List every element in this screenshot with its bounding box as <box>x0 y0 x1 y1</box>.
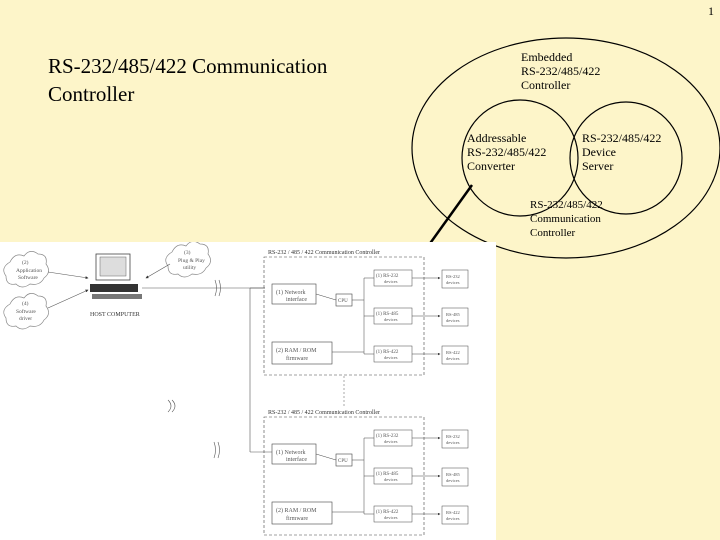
svg-text:devices: devices <box>384 515 398 520</box>
architecture-diagram-image: (2) Application Software (4) Software dr… <box>0 242 496 540</box>
svg-text:Plug & Play: Plug & Play <box>178 258 205 264</box>
svg-text:RS-485: RS-485 <box>446 472 461 477</box>
svg-text:(1) RS-232: (1) RS-232 <box>376 434 399 439</box>
svg-text:devices: devices <box>384 355 398 360</box>
svg-text:(1) RS-422: (1) RS-422 <box>376 350 399 355</box>
svg-text:RS-232: RS-232 <box>446 274 460 279</box>
svg-text:devices: devices <box>446 440 460 445</box>
svg-text:CPU: CPU <box>338 459 348 464</box>
controller-1: RS-232 / 485 / 422 Communication Control… <box>263 250 469 376</box>
svg-text:devices: devices <box>446 516 460 521</box>
addressable-circle <box>461 99 579 217</box>
svg-text:devices: devices <box>446 318 460 323</box>
svg-text:Software: Software <box>16 308 36 315</box>
host-computer-icon: HOST COMPUTER <box>90 253 142 318</box>
svg-text:devices: devices <box>384 317 398 322</box>
svg-text:(1) RS-422: (1) RS-422 <box>376 510 399 515</box>
svg-text:(3): (3) <box>184 249 191 256</box>
svg-text:RS-422: RS-422 <box>446 510 460 515</box>
svg-text:(1) RS-232: (1) RS-232 <box>376 274 399 279</box>
svg-text:(2): (2) <box>22 259 29 266</box>
svg-text:(1) RS-485: (1) RS-485 <box>376 472 399 477</box>
svg-text:firmware: firmware <box>286 515 308 522</box>
svg-text:(4): (4) <box>22 300 29 307</box>
svg-text:RS-422: RS-422 <box>446 350 460 355</box>
svg-text:RS-232 / 485 / 422 Communicati: RS-232 / 485 / 422 Communication Control… <box>268 410 380 416</box>
svg-text:devices: devices <box>384 279 398 284</box>
svg-text:interface: interface <box>286 296 307 303</box>
svg-text:RS-232: RS-232 <box>446 434 460 439</box>
svg-text:Software: Software <box>18 274 38 281</box>
outer-ellipse <box>411 37 720 259</box>
svg-text:(2) RAM / ROM: (2) RAM / ROM <box>276 347 317 354</box>
svg-text:CPU: CPU <box>338 299 348 304</box>
svg-text:(1) Network: (1) Network <box>276 289 306 296</box>
svg-text:devices: devices <box>384 477 398 482</box>
svg-text:HOST COMPUTER: HOST COMPUTER <box>90 312 140 318</box>
plug-and-play-cloud: (3) Plug & Play utility <box>165 242 211 278</box>
svg-text:devices: devices <box>446 356 460 361</box>
svg-text:(1) RS-485: (1) RS-485 <box>376 312 399 317</box>
svg-text:devices: devices <box>446 280 460 285</box>
svg-text:devices: devices <box>384 439 398 444</box>
svg-text:interface: interface <box>286 456 307 463</box>
svg-text:driver: driver <box>19 316 32 322</box>
page-number: 1 <box>708 4 714 18</box>
device-server-circle <box>569 101 683 215</box>
svg-text:RS-485: RS-485 <box>446 312 461 317</box>
software-driver-cloud: (4) Software driver <box>3 293 49 330</box>
svg-text:Application: Application <box>16 268 42 274</box>
svg-text:firmware: firmware <box>286 355 308 362</box>
application-software-cloud: (2) Application Software <box>3 251 49 288</box>
svg-text:RS-232 / 485 / 422 Communicati: RS-232 / 485 / 422 Communication Control… <box>268 250 380 256</box>
controller-2: RS-232 / 485 / 422 Communication Control… <box>263 410 469 536</box>
svg-text:devices: devices <box>446 478 460 483</box>
svg-text:(2) RAM / ROM: (2) RAM / ROM <box>276 507 317 514</box>
page-title: RS-232/485/422 Communication Controller <box>48 54 328 106</box>
svg-text:utility: utility <box>183 265 196 271</box>
svg-text:(1) Network: (1) Network <box>276 449 306 456</box>
